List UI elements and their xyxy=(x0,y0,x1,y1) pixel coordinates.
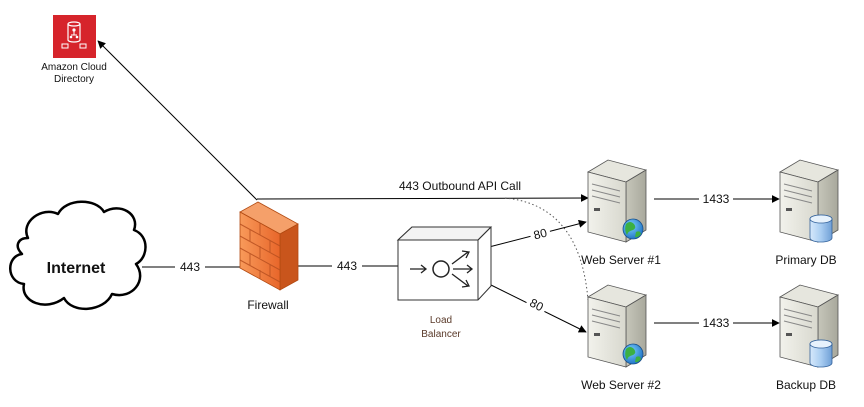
edge-label-lb-ws2: 80 xyxy=(527,296,546,315)
firewall-brick-icon[interactable] xyxy=(239,201,299,291)
edge-dotted-link xyxy=(504,197,589,301)
web-server-2-icon[interactable] xyxy=(587,284,647,368)
internet-cloud-icon[interactable] xyxy=(9,200,147,311)
edge-label-ws1-primary: 1433 xyxy=(703,192,730,206)
edge-firewall-cloud-directory xyxy=(97,40,258,201)
backup-db-label: Backup DB xyxy=(776,378,836,392)
cloud-directory-label-2: Directory xyxy=(54,74,94,85)
internet-label: Internet xyxy=(47,260,106,277)
firewall-label: Firewall xyxy=(247,298,288,312)
amazon-cloud-directory-icon[interactable] xyxy=(53,15,96,58)
edge-label-outbound-api: 443 Outbound API Call xyxy=(399,179,521,193)
load-balancer-icon[interactable] xyxy=(396,226,493,301)
cloud-directory-label-1: Amazon Cloud xyxy=(41,62,107,73)
load-balancer-label-2: Balancer xyxy=(421,329,461,340)
edge-outbound-api-call xyxy=(256,194,589,203)
web-server-1-label: Web Server #1 xyxy=(581,253,661,267)
edge-label-lb-ws1: 80 xyxy=(532,225,549,242)
web-server-1-icon[interactable] xyxy=(587,159,647,243)
edge-label-ws2-backup: 1433 xyxy=(703,316,730,330)
load-balancer-label-1: Load xyxy=(430,315,452,326)
primary-db-icon[interactable] xyxy=(779,159,839,243)
backup-db-icon[interactable] xyxy=(779,284,839,368)
edge-label-internet-firewall: 443 xyxy=(180,260,200,274)
primary-db-label: Primary DB xyxy=(775,253,836,267)
web-server-2-label: Web Server #2 xyxy=(581,378,661,392)
edge-label-firewall-lb: 443 xyxy=(337,259,357,273)
